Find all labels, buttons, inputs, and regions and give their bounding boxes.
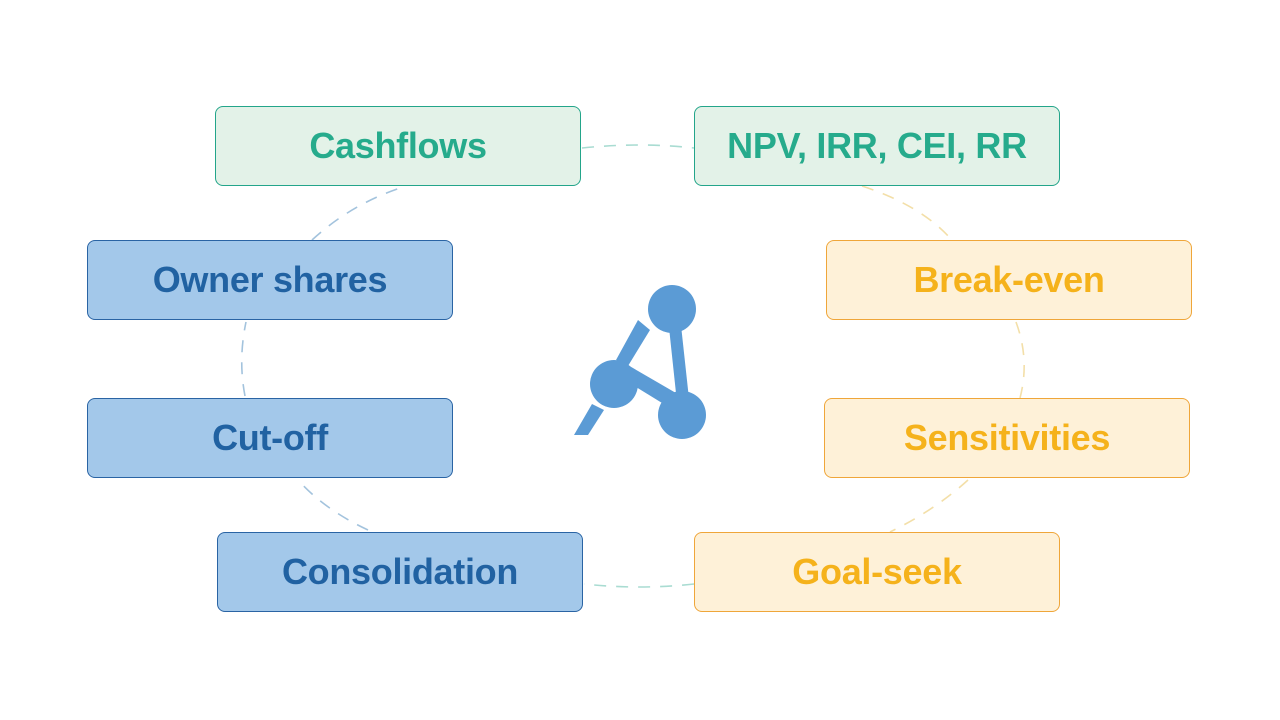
network-a-logo-icon bbox=[574, 285, 706, 439]
node-cashflows: Cashflows bbox=[215, 106, 581, 186]
node-consolidation: Consolidation bbox=[217, 532, 583, 612]
edge-consolidation-cutoff bbox=[297, 479, 369, 531]
node-label: Break-even bbox=[913, 259, 1105, 300]
node-label: Goal-seek bbox=[792, 551, 962, 592]
node-label: NPV, IRR, CEI, RR bbox=[727, 125, 1027, 166]
edge-metrics-breakeven bbox=[861, 185, 951, 239]
edge-breakeven-sensitivities bbox=[1015, 321, 1025, 399]
node-label: Consolidation bbox=[281, 551, 519, 592]
edge-cashflows-metrics bbox=[581, 144, 695, 149]
edge-goalseek-consolidation bbox=[583, 583, 695, 588]
node-owner-shares: Owner shares bbox=[87, 240, 453, 320]
node-label: Owner shares bbox=[152, 259, 388, 300]
edge-ownershares-cashflows bbox=[311, 187, 401, 241]
node-npv-irr-cei-rr: NPV, IRR, CEI, RR bbox=[694, 106, 1060, 186]
edge-cutoff-ownershares bbox=[240, 321, 247, 397]
node-label: Sensitivities bbox=[903, 417, 1111, 458]
node-label: Cut-off bbox=[212, 417, 328, 458]
node-break-even: Break-even bbox=[826, 240, 1192, 320]
node-goal-seek: Goal-seek bbox=[694, 532, 1060, 612]
edge-sensitivities-goalseek bbox=[889, 479, 969, 533]
node-label: Cashflows bbox=[309, 125, 487, 166]
node-cut-off: Cut-off bbox=[87, 398, 453, 478]
node-sensitivities: Sensitivities bbox=[824, 398, 1190, 478]
